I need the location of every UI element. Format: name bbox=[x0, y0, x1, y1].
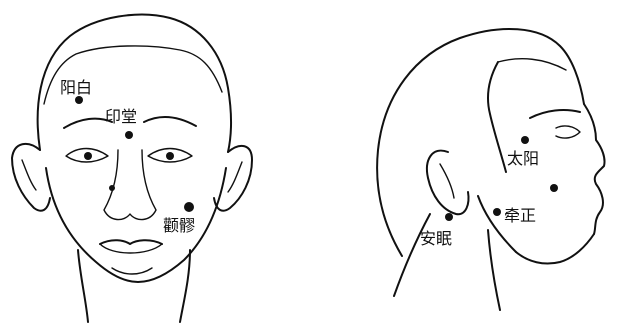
anmian-label: 安眠 bbox=[420, 231, 452, 247]
yintang-point-dot bbox=[125, 131, 133, 139]
taiyang-label: 太阳 bbox=[507, 151, 539, 167]
yangbai-label: 阳白 bbox=[60, 80, 92, 96]
front-cheek-point-dot bbox=[109, 185, 115, 191]
qianzheng-point-dot bbox=[493, 208, 501, 216]
side-face-drawing bbox=[377, 29, 604, 310]
taiyang-point-dot bbox=[521, 136, 529, 144]
side-cheek-point-dot bbox=[550, 184, 558, 192]
anmian-point-dot bbox=[445, 213, 453, 221]
quanliao-point-dot bbox=[184, 202, 194, 212]
yangbai-point-dot bbox=[75, 96, 83, 104]
yintang-label: 印堂 bbox=[105, 109, 137, 125]
front-face-drawing bbox=[12, 15, 252, 322]
quanliao-label: 颧髎 bbox=[163, 218, 195, 234]
qianzheng-label: 牵正 bbox=[504, 208, 536, 224]
